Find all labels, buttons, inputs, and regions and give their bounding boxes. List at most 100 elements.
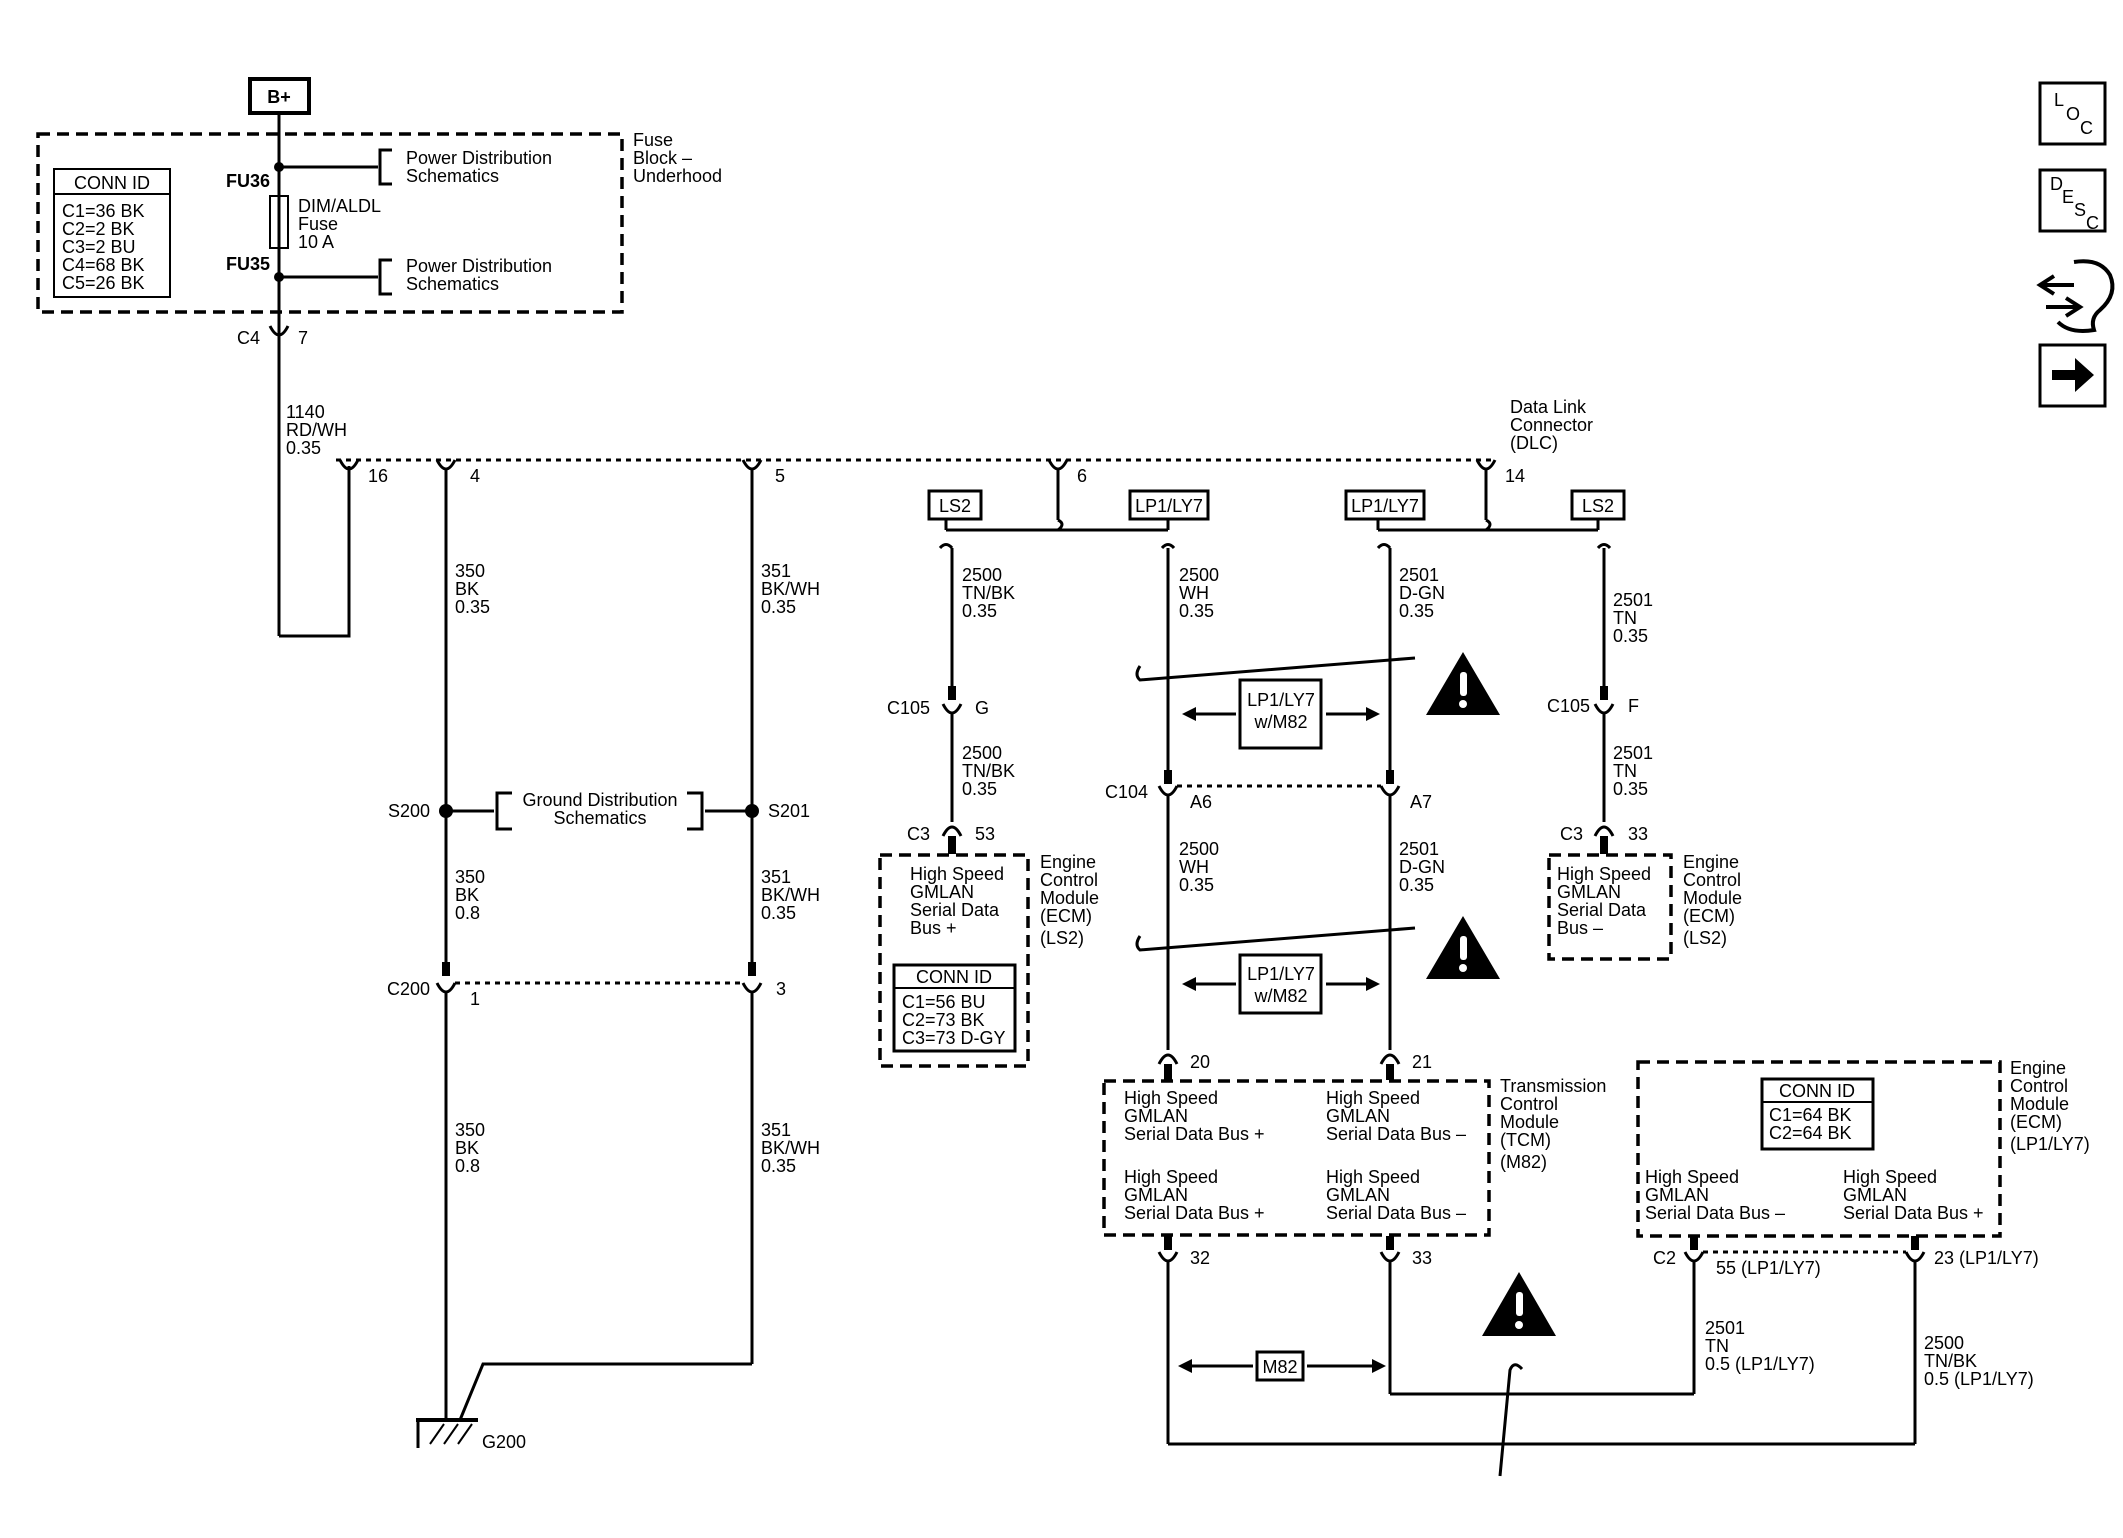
ecm-lp1-name: Engine Control Module (ECM) (LP1/LY7) — [2010, 1058, 2090, 1154]
svg-text:GMLAN: GMLAN — [1645, 1185, 1709, 1205]
svg-text:0.35: 0.35 — [1399, 601, 1434, 621]
svg-text:0.35: 0.35 — [1613, 626, 1648, 646]
connector-c105-left: C105 G — [887, 686, 989, 718]
wire-351-mid-label: 351 BK/WH 0.35 — [761, 867, 820, 923]
svg-text:Bus +: Bus + — [910, 918, 957, 938]
tcm-pin-21: 21 — [1379, 1052, 1432, 1080]
svg-text:23 (LP1/LY7): 23 (LP1/LY7) — [1934, 1248, 2039, 1268]
svg-text:0.5 (LP1/LY7): 0.5 (LP1/LY7) — [1924, 1369, 2034, 1389]
ecm-lp1-cell-r: High Speed GMLAN Serial Data Bus + — [1843, 1167, 1984, 1223]
svg-text:0.35: 0.35 — [1179, 601, 1214, 621]
svg-text:(DLC): (DLC) — [1510, 433, 1558, 453]
svg-text:351: 351 — [761, 1120, 791, 1140]
power-distribution-ref-bottom[interactable]: Power Distribution Schematics — [378, 256, 552, 296]
ground-g200-symbol: G200 — [416, 1418, 526, 1452]
svg-text:(ECM): (ECM) — [1683, 906, 1735, 926]
svg-text:Bus –: Bus – — [1557, 918, 1603, 938]
svg-text:L: L — [2054, 90, 2064, 110]
svg-text:C2=2 BK: C2=2 BK — [62, 219, 135, 239]
wire-2500-e-label: 2500 TN/BK 0.5 (LP1/LY7) — [1924, 1333, 2034, 1389]
svg-text:TN/BK: TN/BK — [962, 761, 1015, 781]
power-distribution-ref-top[interactable]: Power Distribution Schematics — [378, 148, 552, 186]
svg-text:High Speed: High Speed — [910, 864, 1004, 884]
svg-text:Module: Module — [1040, 888, 1099, 908]
svg-text:(LP1/LY7): (LP1/LY7) — [2010, 1134, 2090, 1154]
svg-text:Engine: Engine — [1683, 852, 1739, 872]
svg-text:2500: 2500 — [962, 743, 1002, 763]
wire-351-top-label: 351 BK/WH 0.35 — [761, 561, 820, 617]
svg-text:(M82): (M82) — [1500, 1152, 1547, 1172]
tcm-name: Transmission Control Module (TCM) (M82) — [1500, 1076, 1606, 1172]
svg-text:CONN ID: CONN ID — [916, 967, 992, 987]
svg-text:E: E — [2062, 187, 2074, 207]
svg-text:D-GN: D-GN — [1399, 857, 1445, 877]
wire-1140-label: 1140 RD/WH 0.35 — [286, 402, 347, 458]
svg-text:B+: B+ — [267, 87, 291, 107]
ecm-lp1-conn-id-table: CONN ID C1=64 BK C2=64 BK — [1760, 1077, 1875, 1151]
ecm-ls2-plus-pin-desc: High Speed GMLAN Serial Data Bus + — [910, 864, 1004, 938]
svg-text:Serial Data Bus –: Serial Data Bus – — [1326, 1124, 1466, 1144]
svg-text:55 (LP1/LY7): 55 (LP1/LY7) — [1716, 1258, 1821, 1278]
svg-text:350: 350 — [455, 1120, 485, 1140]
svg-text:2501: 2501 — [1613, 590, 1653, 610]
connector-c3-pin-53: C3 53 — [907, 824, 995, 844]
svg-text:1140: 1140 — [286, 402, 325, 422]
svg-text:GMLAN: GMLAN — [1124, 1185, 1188, 1205]
svg-text:(ECM): (ECM) — [1040, 906, 1092, 926]
fuse-block-conn-id-table: CONN ID C1=36 BK C2=2 BK C3=2 BU C4=68 B… — [53, 168, 171, 298]
description-view-icon[interactable]: D E S C — [2038, 168, 2107, 233]
svg-text:CONN ID: CONN ID — [1779, 1081, 1855, 1101]
svg-text:C2: C2 — [1653, 1248, 1676, 1268]
wire-2501-b-label: 2501 TN 0.35 — [1613, 590, 1653, 646]
ground-distribution-ref[interactable]: Ground Distribution Schematics — [495, 790, 704, 831]
svg-text:LS2: LS2 — [939, 496, 971, 516]
svg-text:10 A: 10 A — [298, 232, 334, 252]
svg-text:w/M82: w/M82 — [1253, 712, 1307, 732]
svg-text:C: C — [2080, 118, 2093, 138]
svg-text:0.35: 0.35 — [962, 601, 997, 621]
svg-text:C1=64 BK: C1=64 BK — [1769, 1105, 1852, 1125]
svg-text:Underhood: Underhood — [633, 166, 722, 186]
dlc-pin-14: 14 — [1475, 459, 1525, 486]
svg-text:2501: 2501 — [1613, 743, 1653, 763]
fuse-block-outline — [36, 132, 624, 314]
fu35-label: FU35 — [226, 254, 270, 274]
svg-text:High Speed: High Speed — [1843, 1167, 1937, 1187]
wire-2501-e-label: 2501 TN 0.5 (LP1/LY7) — [1705, 1318, 1815, 1374]
svg-text:C104: C104 — [1105, 782, 1148, 802]
option-tag-ls2-left: LS2 — [927, 489, 983, 521]
svg-text:1: 1 — [470, 989, 480, 1009]
connector-c4: C4 7 — [237, 320, 308, 348]
svg-text:LP1/LY7: LP1/LY7 — [1135, 496, 1203, 516]
svg-text:Power Distribution: Power Distribution — [406, 148, 552, 168]
tcm-cell-tl: High Speed GMLAN Serial Data Bus + — [1124, 1088, 1265, 1144]
connector-c3-pin-33: C3 33 — [1560, 824, 1648, 844]
svg-text:6: 6 — [1077, 466, 1087, 486]
svg-text:Serial Data: Serial Data — [1557, 900, 1647, 920]
svg-text:RD/WH: RD/WH — [286, 420, 347, 440]
ecm-lp1-outline — [1636, 1060, 2002, 1238]
m82-tag: M82 — [1255, 1350, 1305, 1382]
svg-text:D: D — [2050, 174, 2063, 194]
tcm-cell-bl: High Speed GMLAN Serial Data Bus + — [1124, 1167, 1265, 1223]
next-arrow-icon[interactable] — [2038, 343, 2107, 408]
svg-text:WH: WH — [1179, 857, 1209, 877]
connector-hand-icon[interactable] — [2036, 259, 2115, 333]
option-tag-lp1-right: LP1/LY7 — [1344, 489, 1426, 521]
wire-2500-c-label: 2500 TN/BK 0.35 — [962, 743, 1015, 799]
svg-text:351: 351 — [761, 867, 791, 887]
wire-2501-c-label: 2501 TN 0.35 — [1613, 743, 1653, 799]
svg-text:Serial Data: Serial Data — [910, 900, 1000, 920]
svg-text:(TCM): (TCM) — [1500, 1130, 1551, 1150]
svg-text:0.35: 0.35 — [1613, 779, 1648, 799]
svg-text:C105: C105 — [1547, 696, 1590, 716]
location-view-icon[interactable]: L O C — [2038, 81, 2107, 146]
svg-text:S: S — [2074, 200, 2086, 220]
svg-text:BK/WH: BK/WH — [761, 885, 820, 905]
svg-text:21: 21 — [1412, 1052, 1432, 1072]
svg-text:C3=73 D-GY: C3=73 D-GY — [902, 1028, 1006, 1048]
svg-text:Module: Module — [2010, 1094, 2069, 1114]
svg-text:GMLAN: GMLAN — [1843, 1185, 1907, 1205]
svg-text:2501: 2501 — [1705, 1318, 1745, 1338]
